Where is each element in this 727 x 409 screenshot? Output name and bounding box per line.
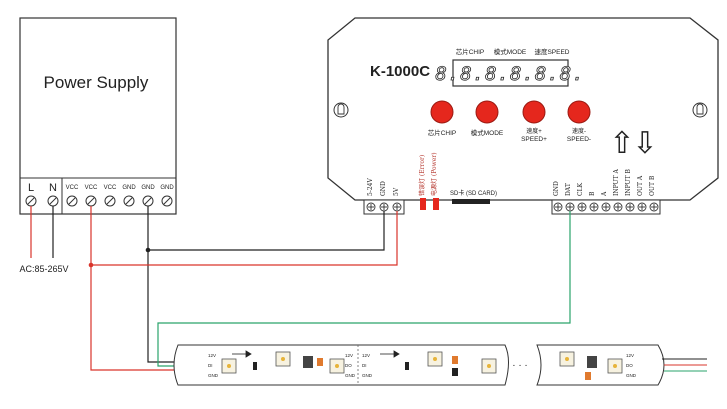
output-label-a: A: [601, 191, 608, 197]
strip-12v-label: 12V: [208, 353, 216, 358]
sd-card-slot[interactable]: [452, 199, 490, 204]
power-led-label: 电源灯 (Power): [430, 152, 438, 196]
controller-power-terminal: [363, 199, 405, 215]
terminal-label-vcc-3: VCC: [104, 185, 117, 191]
vcc-wire: [90, 206, 398, 266]
chip-button-label: 芯片CHIP: [428, 128, 457, 137]
strip-mid-12v-label: 12V: [345, 353, 353, 358]
speed-up-label-cn: 速度+: [526, 127, 542, 135]
output-label-input-a: INPUT A: [613, 168, 620, 196]
strip-end-gnd-label: GND: [626, 373, 637, 378]
sd-card-label: SD卡 (SD CARD): [450, 189, 497, 197]
error-led-label: 错误灯 (Error): [418, 155, 426, 196]
output-label-b: B: [589, 191, 596, 196]
controller: K-1000C 芯片CHIP 模式MODE 速度SPEED 8.8.8.8.8.…: [327, 17, 719, 201]
arrow-up-icon: ⇧: [609, 127, 634, 160]
speed-up-button[interactable]: [522, 100, 546, 124]
power-label-5v: 5V: [393, 187, 400, 196]
power-label-5-24v: 5-24V: [367, 178, 374, 196]
strip-components: [253, 356, 597, 380]
terminal-label-gnd-2: GND: [141, 185, 155, 191]
power-supply: Power Supply L N VCC VCC VCC GND GND GND: [19, 17, 177, 215]
power-label-gnd: GND: [380, 181, 387, 196]
strip-mid-gnd-label: GND: [345, 373, 356, 378]
strip-end-do-label: DO: [626, 363, 633, 368]
strip-di-label: DI: [208, 363, 213, 368]
terminal-label-gnd-1: GND: [122, 185, 136, 191]
terminal-label-l: L: [28, 182, 34, 194]
terminal-label-vcc-2: VCC: [85, 185, 98, 191]
speed-down-label-cn: 速度-: [572, 127, 586, 135]
svg-text:· · ·: · · ·: [512, 360, 528, 371]
controller-model: K-1000C: [370, 63, 430, 80]
output-label-out-b: OUT B: [649, 175, 656, 196]
output-label-clk: CLK: [577, 182, 584, 196]
vcc-wire-to-strip: [90, 265, 178, 371]
strip-gnd-label: GND: [208, 373, 219, 378]
data-wire: [157, 211, 571, 367]
strip-end-12v-label: 12V: [626, 353, 634, 358]
speed-down-button[interactable]: [567, 100, 591, 124]
output-label-out-a: OUT A: [637, 175, 644, 196]
mounting-hole-right: [692, 102, 708, 118]
strip-mid-do-label: DO: [345, 363, 352, 368]
strip-direction-arrows: [232, 350, 400, 358]
power-supply-title: Power Supply: [44, 73, 149, 92]
arrow-down-icon: ⇩: [632, 127, 657, 160]
strip-mid2-di-label: DI: [362, 363, 367, 368]
header-speed: 速度SPEED: [534, 47, 569, 56]
terminal-label-gnd-3: GND: [160, 185, 174, 191]
mode-button-label: 模式MODE: [471, 128, 504, 137]
terminal-label-n: N: [49, 182, 57, 194]
output-label-input-b: INPUT B: [625, 168, 632, 196]
speed-down-label-en: SPEED-: [567, 136, 591, 143]
power-led: [433, 198, 439, 210]
header-chip: 芯片CHIP: [456, 47, 485, 56]
strip-mid2-gnd-label: GND: [362, 373, 373, 378]
gnd-wire: [147, 206, 385, 251]
terminal-label-vcc-1: VCC: [66, 185, 79, 191]
output-label-gnd: GND: [553, 181, 560, 196]
speed-up-label-en: SPEED+: [521, 136, 547, 143]
strip-mid2-12v-label: 12V: [362, 353, 370, 358]
controller-output-terminal: [551, 199, 661, 215]
chip-button[interactable]: [430, 100, 454, 124]
display-digits: 8.8.8.8.8.8.: [435, 63, 584, 85]
gnd-wire-to-strip: [147, 250, 178, 363]
error-led: [420, 198, 426, 210]
ps-screw-terminals: [25, 195, 173, 207]
seven-segment-display: [452, 59, 569, 87]
led-chip-dots: [227, 357, 617, 368]
mounting-hole-left: [333, 102, 349, 118]
mode-button[interactable]: [475, 100, 499, 124]
ac-input-label: AC:85-265V: [19, 264, 68, 274]
header-mode: 模式MODE: [494, 47, 527, 56]
output-label-dat: DAT: [565, 183, 572, 196]
